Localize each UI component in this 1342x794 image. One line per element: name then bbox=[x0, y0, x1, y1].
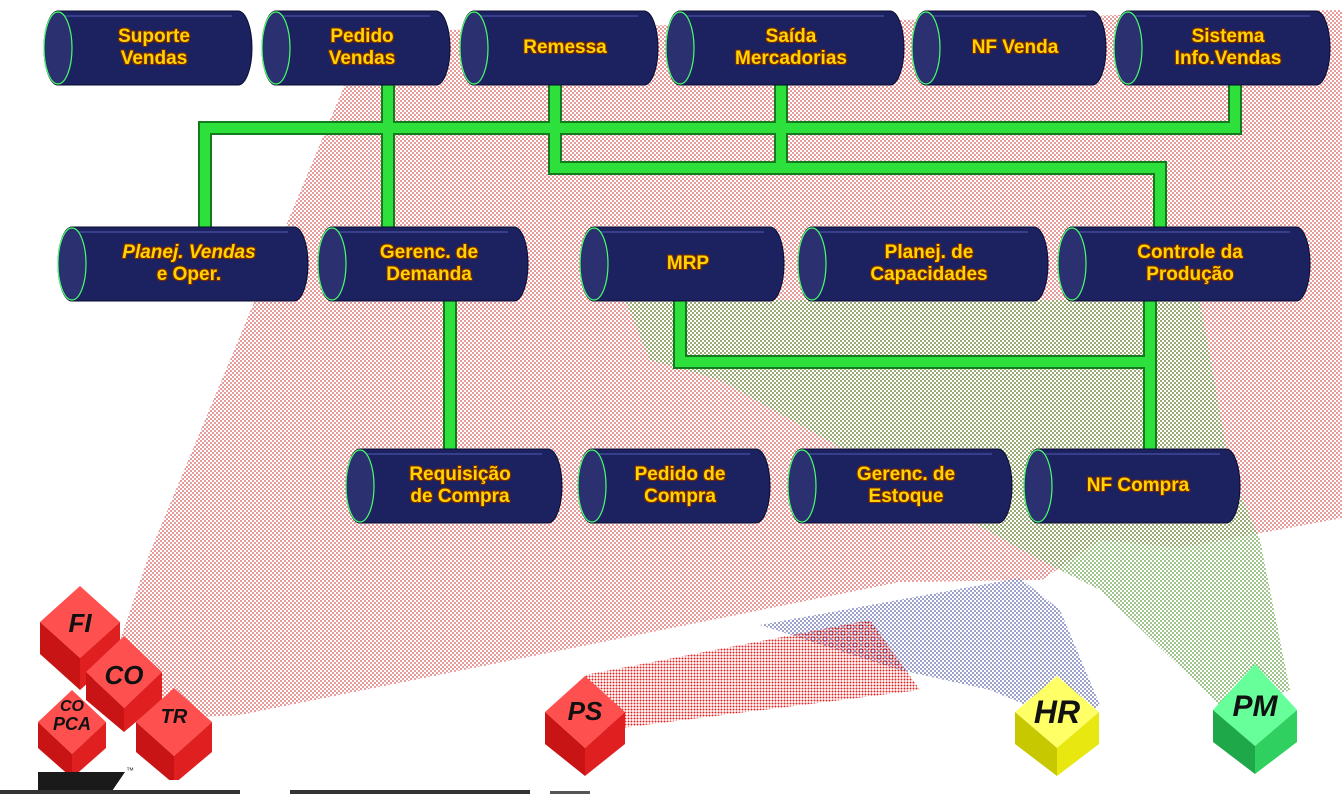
process-label-line2: Vendas bbox=[328, 48, 396, 69]
process-label: NF Compra bbox=[1050, 448, 1226, 524]
module-ps[interactable]: PS bbox=[545, 692, 625, 732]
ps-region bbox=[585, 620, 920, 730]
cylinder-shape bbox=[665, 10, 905, 86]
process-label-line1: MRP bbox=[666, 253, 710, 274]
process-label: MRP bbox=[606, 226, 770, 302]
process-nf-compra[interactable]: NF Compra bbox=[1023, 448, 1241, 524]
cylinder-shape bbox=[579, 226, 785, 302]
connectors bbox=[198, 85, 1242, 450]
module-pm[interactable]: PM bbox=[1213, 686, 1297, 730]
process-label-line1: Sistema bbox=[1191, 26, 1265, 47]
module-co[interactable]: CO bbox=[86, 652, 162, 692]
process-label-line1: Pedido bbox=[330, 26, 394, 47]
module-co-pca-label-1: CO bbox=[60, 698, 84, 715]
cylinder-shape bbox=[459, 10, 659, 86]
process-label-line1: Gerenc. de bbox=[379, 242, 479, 263]
process-label-line2: Produção bbox=[1146, 264, 1234, 285]
cylinder-shape bbox=[43, 10, 253, 86]
cylinder-shape bbox=[1113, 10, 1331, 86]
process-label-line2: Estoque bbox=[868, 486, 944, 507]
module-fi[interactable]: FI bbox=[40, 602, 120, 642]
process-label-line1: Saída bbox=[765, 26, 817, 47]
process-label: Remessa bbox=[486, 10, 644, 86]
process-label: NF Venda bbox=[938, 10, 1092, 86]
cylinder-shape bbox=[1023, 448, 1241, 524]
process-label-line2: Vendas bbox=[120, 48, 188, 69]
cylinder-shape bbox=[261, 10, 451, 86]
hr-region bbox=[760, 578, 1100, 720]
process-label-line1: Suporte bbox=[118, 26, 190, 47]
process-label-line2: Compra bbox=[644, 486, 716, 507]
module-fi-label: FI bbox=[68, 608, 92, 638]
process-label-line1: Gerenc. de bbox=[856, 464, 956, 485]
module-hr[interactable]: HR bbox=[1015, 690, 1099, 734]
cylinder-shape bbox=[787, 448, 1013, 524]
process-mrp[interactable]: MRP bbox=[579, 226, 785, 302]
process-label-line2: Capacidades bbox=[870, 264, 988, 285]
footer-strip bbox=[0, 772, 1342, 794]
process-label-line1: NF Compra bbox=[1086, 475, 1190, 496]
process-label-line2: e Oper. bbox=[156, 264, 222, 285]
cylinder-shape bbox=[797, 226, 1049, 302]
process-label-line1: Requisição bbox=[409, 464, 511, 485]
process-remessa[interactable]: Remessa bbox=[459, 10, 659, 86]
trademark-mark: ™ bbox=[126, 766, 134, 775]
process-label-line1: Planej. de bbox=[884, 242, 974, 263]
process-label-line1: NF Venda bbox=[971, 37, 1059, 58]
module-pm-label: PM bbox=[1232, 690, 1278, 723]
process-label-line2: de Compra bbox=[410, 486, 510, 507]
process-nf-venda[interactable]: NF Venda bbox=[911, 10, 1107, 86]
process-label-line1: Pedido de bbox=[634, 464, 726, 485]
cylinder-shape bbox=[57, 226, 309, 302]
module-hr-label: HR bbox=[1033, 694, 1081, 730]
cylinder-shape bbox=[911, 10, 1107, 86]
process-label-line2: Info.Vendas bbox=[1174, 48, 1282, 69]
module-co-label: CO bbox=[104, 660, 144, 690]
module-co-pca[interactable]: CO PCA bbox=[38, 696, 106, 746]
module-cubes bbox=[38, 586, 1297, 784]
process-label-line1: Planej. Vendas bbox=[122, 242, 256, 263]
process-label-line1: Controle da bbox=[1137, 242, 1243, 263]
module-ps-label: PS bbox=[567, 696, 603, 726]
process-label-line2: Mercadorias bbox=[735, 48, 847, 69]
process-label-line2: Demanda bbox=[386, 264, 472, 285]
process-label-line1: Remessa bbox=[523, 37, 607, 58]
cylinder-shape bbox=[317, 226, 529, 302]
module-co-pca-label-2: PCA bbox=[52, 714, 91, 734]
module-tr-label: TR bbox=[160, 706, 188, 728]
cylinder-shape bbox=[1057, 226, 1311, 302]
module-tr[interactable]: TR bbox=[136, 700, 212, 740]
cylinder-shape bbox=[345, 448, 563, 524]
cylinder-shape bbox=[577, 448, 771, 524]
